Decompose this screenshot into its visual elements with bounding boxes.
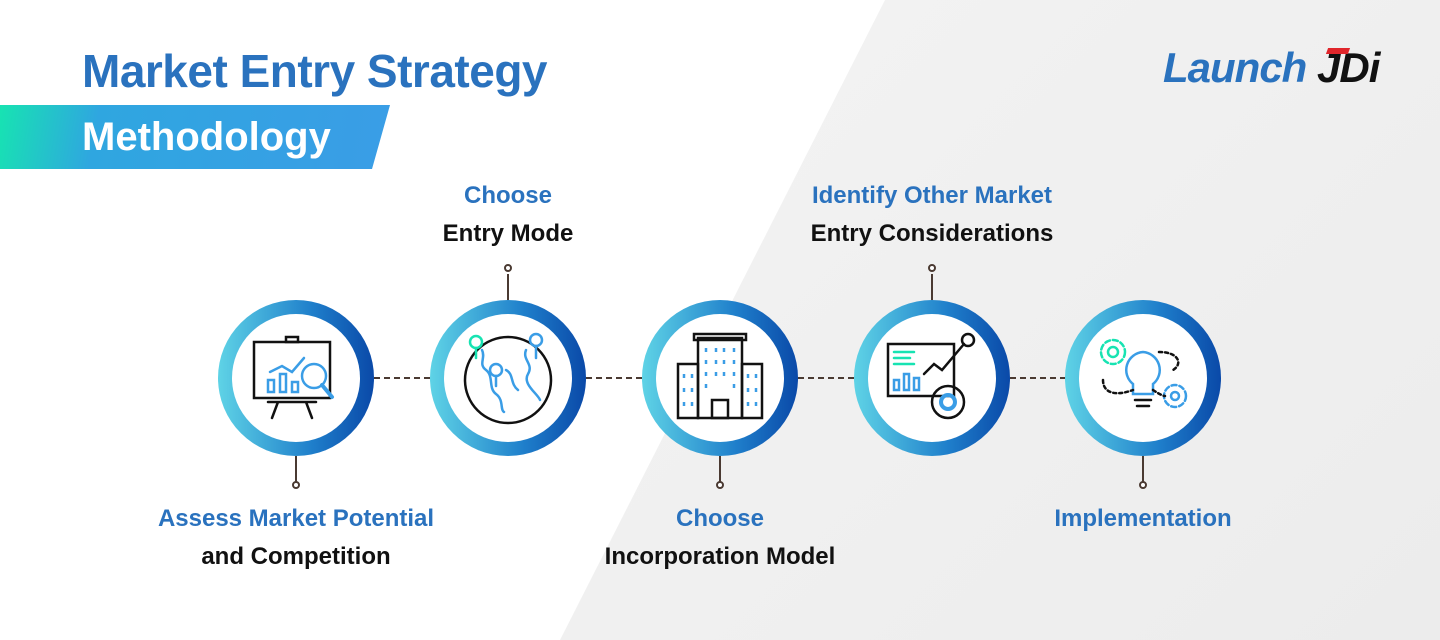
step-4-node	[854, 300, 1010, 456]
globe-pins-icon	[463, 332, 553, 425]
step-2-node	[430, 300, 586, 456]
connector	[1010, 377, 1066, 379]
stem-dot	[292, 481, 300, 489]
logo: Launch JDi	[1163, 44, 1380, 92]
stem-dot	[716, 481, 724, 489]
connector	[374, 377, 430, 379]
stem	[719, 456, 721, 482]
stem-dot	[928, 264, 936, 272]
connector	[798, 377, 854, 379]
dashboard-chart-icon	[886, 332, 976, 420]
stem	[295, 456, 297, 482]
subtitle-banner: Methodology	[0, 105, 390, 169]
subtitle: Methodology	[82, 115, 331, 159]
page-title: Market Entry Strategy	[82, 45, 548, 97]
presentation-analytics-icon	[252, 335, 334, 420]
step-3-node	[642, 300, 798, 456]
stem	[507, 274, 509, 300]
stem-dot	[1139, 481, 1147, 489]
step-5-label: Implementation	[1054, 505, 1232, 532]
stem-dot	[504, 264, 512, 272]
lightbulb-gears-icon	[1099, 338, 1188, 409]
connector	[586, 377, 642, 379]
logo-text: Launch	[1163, 44, 1307, 91]
stem	[1142, 456, 1144, 482]
step-1-node	[218, 300, 374, 456]
step-5-node	[1065, 300, 1221, 456]
stem	[931, 274, 933, 300]
office-building-icon	[676, 332, 764, 420]
